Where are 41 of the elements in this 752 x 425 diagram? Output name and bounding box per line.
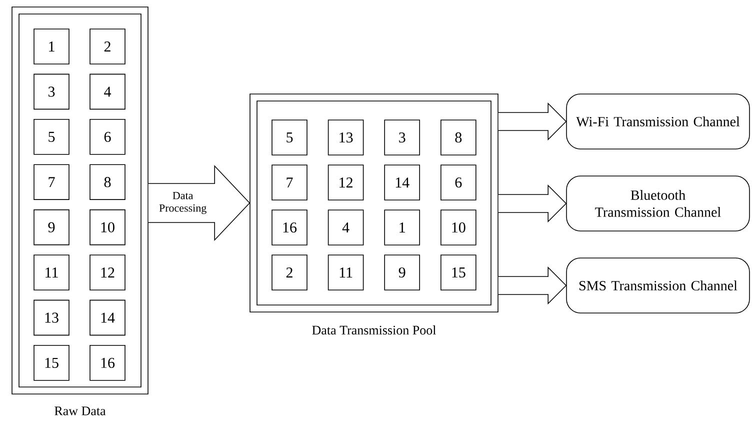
- number-box: 16: [90, 344, 126, 381]
- block-arrow: [498, 266, 567, 304]
- number-box: 2: [272, 254, 308, 290]
- number-box: 6: [90, 119, 126, 155]
- number-box: 8: [440, 120, 476, 156]
- block-arrow: [498, 184, 567, 222]
- number-box: 5: [272, 120, 308, 156]
- number-box: 14: [90, 300, 126, 336]
- number-box: 9: [34, 209, 70, 246]
- number-box: 11: [328, 254, 364, 290]
- edge-label: Data Processing: [153, 191, 212, 215]
- panel-title: Raw Data: [54, 406, 106, 416]
- number-box: 6: [440, 164, 476, 200]
- number-box: 9: [384, 254, 420, 290]
- number-box: 1: [384, 210, 420, 246]
- number-box: 8: [90, 164, 126, 200]
- channel-box: Bluetooth Transmission Channel: [566, 176, 750, 232]
- number-box: 11: [34, 254, 70, 290]
- number-box: 7: [34, 164, 70, 200]
- channel-box: Wi-Fi Transmission Channel: [566, 94, 750, 150]
- number-box: 3: [34, 74, 70, 110]
- number-box: 7: [272, 164, 308, 200]
- number-box: 10: [440, 210, 476, 246]
- number-box: 2: [90, 28, 126, 64]
- number-box: 13: [328, 120, 364, 156]
- number-box: 14: [384, 164, 420, 200]
- number-box: 16: [272, 210, 308, 246]
- block-arrow: [498, 102, 567, 140]
- number-box: 12: [90, 254, 126, 290]
- number-box: 5: [34, 119, 70, 155]
- number-box: 4: [328, 210, 364, 246]
- channel-box: SMS Transmission Channel: [566, 258, 750, 314]
- number-box: 10: [90, 209, 126, 246]
- number-box: 3: [384, 120, 420, 156]
- number-box: 15: [440, 254, 476, 290]
- number-box: 12: [328, 164, 364, 200]
- panel-title: Data Transmission Pool: [312, 325, 436, 335]
- number-box: 4: [90, 74, 126, 110]
- number-box: 13: [34, 300, 70, 336]
- number-box: 1: [34, 28, 70, 64]
- number-box: 15: [34, 344, 70, 381]
